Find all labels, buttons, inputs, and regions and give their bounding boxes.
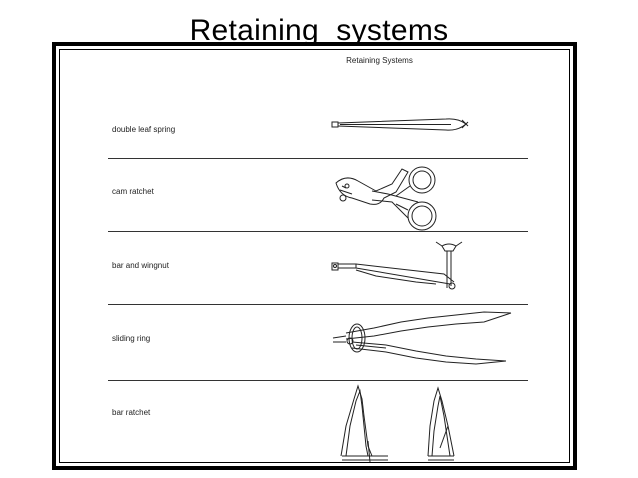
- label-double-leaf-spring: double leaf spring: [112, 125, 176, 134]
- figure-frame: Retaining Systems double leaf spring cam…: [52, 42, 577, 470]
- row-divider: [108, 158, 528, 159]
- figure-title: Retaining Systems: [346, 56, 413, 65]
- label-sliding-ring: sliding ring: [112, 334, 151, 343]
- slide-title: Retaining systems: [189, 14, 449, 47]
- cam-ratchet-illustration: [335, 166, 437, 231]
- bar-and-wingnut-illustration: [331, 241, 463, 290]
- bar-ratchet-illustration: [340, 384, 455, 463]
- row-divider: [108, 380, 528, 381]
- sliding-ring-illustration: [332, 311, 512, 365]
- row-divider: [108, 304, 528, 305]
- row-divider: [108, 231, 528, 232]
- label-bar-and-wingnut: bar and wingnut: [112, 261, 169, 270]
- figure-frame-inner-border: [59, 49, 570, 463]
- label-cam-ratchet: cam ratchet: [112, 187, 154, 196]
- label-bar-ratchet: bar ratchet: [112, 408, 151, 417]
- double-leaf-spring-illustration: [331, 118, 469, 131]
